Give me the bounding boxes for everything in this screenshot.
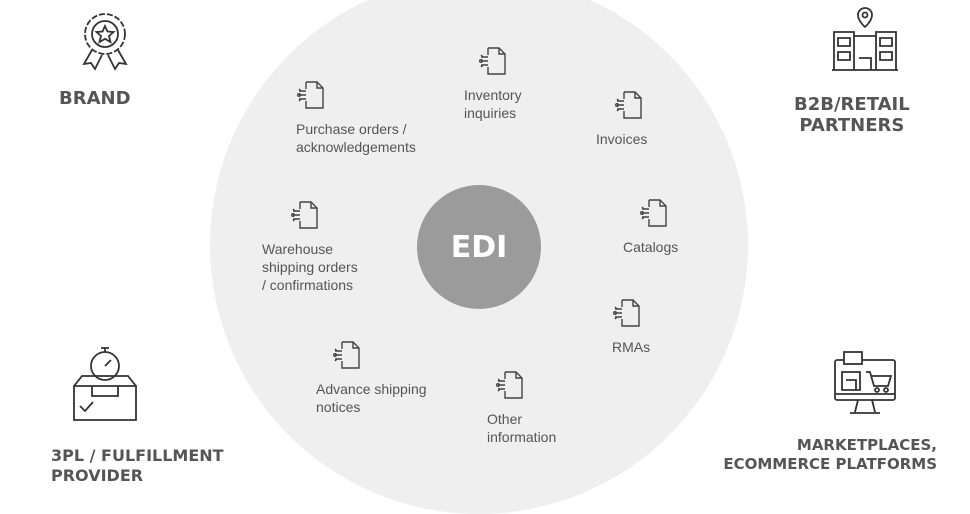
document-icon: [332, 338, 427, 372]
document-icon: [478, 44, 522, 78]
label-marketplaces: MARKETPLACES, ECOMMERCE PLATFORMS: [723, 436, 937, 473]
document-icon: [639, 196, 678, 230]
doc-item-catalogs: Catalogs: [623, 196, 678, 256]
doc-item-warehouse: Warehouse shipping orders / confirmation…: [262, 198, 358, 294]
doc-item-purchase-orders: Purchase orders / acknowledgements: [296, 78, 416, 156]
doc-item-other: Other information: [487, 368, 556, 446]
doc-item-inventory: Inventory inquiries: [464, 44, 522, 122]
doc-item-advance-shipping: Advance shipping notices: [316, 338, 427, 416]
award-badge-icon: [82, 13, 128, 71]
label-b2b-retail: B2B/RETAIL PARTNERS: [794, 94, 910, 136]
marketplace-monitor-icon: [834, 351, 896, 414]
fulfillment-box-stopwatch-icon: [73, 347, 137, 421]
label-3pl-fulfillment: 3PL / FULFILLMENT PROVIDER: [51, 446, 224, 485]
document-icon: [614, 88, 647, 122]
edi-center: EDI: [417, 185, 541, 309]
document-icon: [612, 296, 650, 330]
document-icon: [290, 198, 358, 232]
doc-item-rmas: RMAs: [612, 296, 650, 356]
doc-item-invoices: Invoices: [596, 88, 647, 148]
retail-building-icon: [832, 7, 898, 71]
document-icon: [296, 78, 416, 112]
label-brand: BRAND: [59, 88, 131, 109]
document-icon: [495, 368, 556, 402]
